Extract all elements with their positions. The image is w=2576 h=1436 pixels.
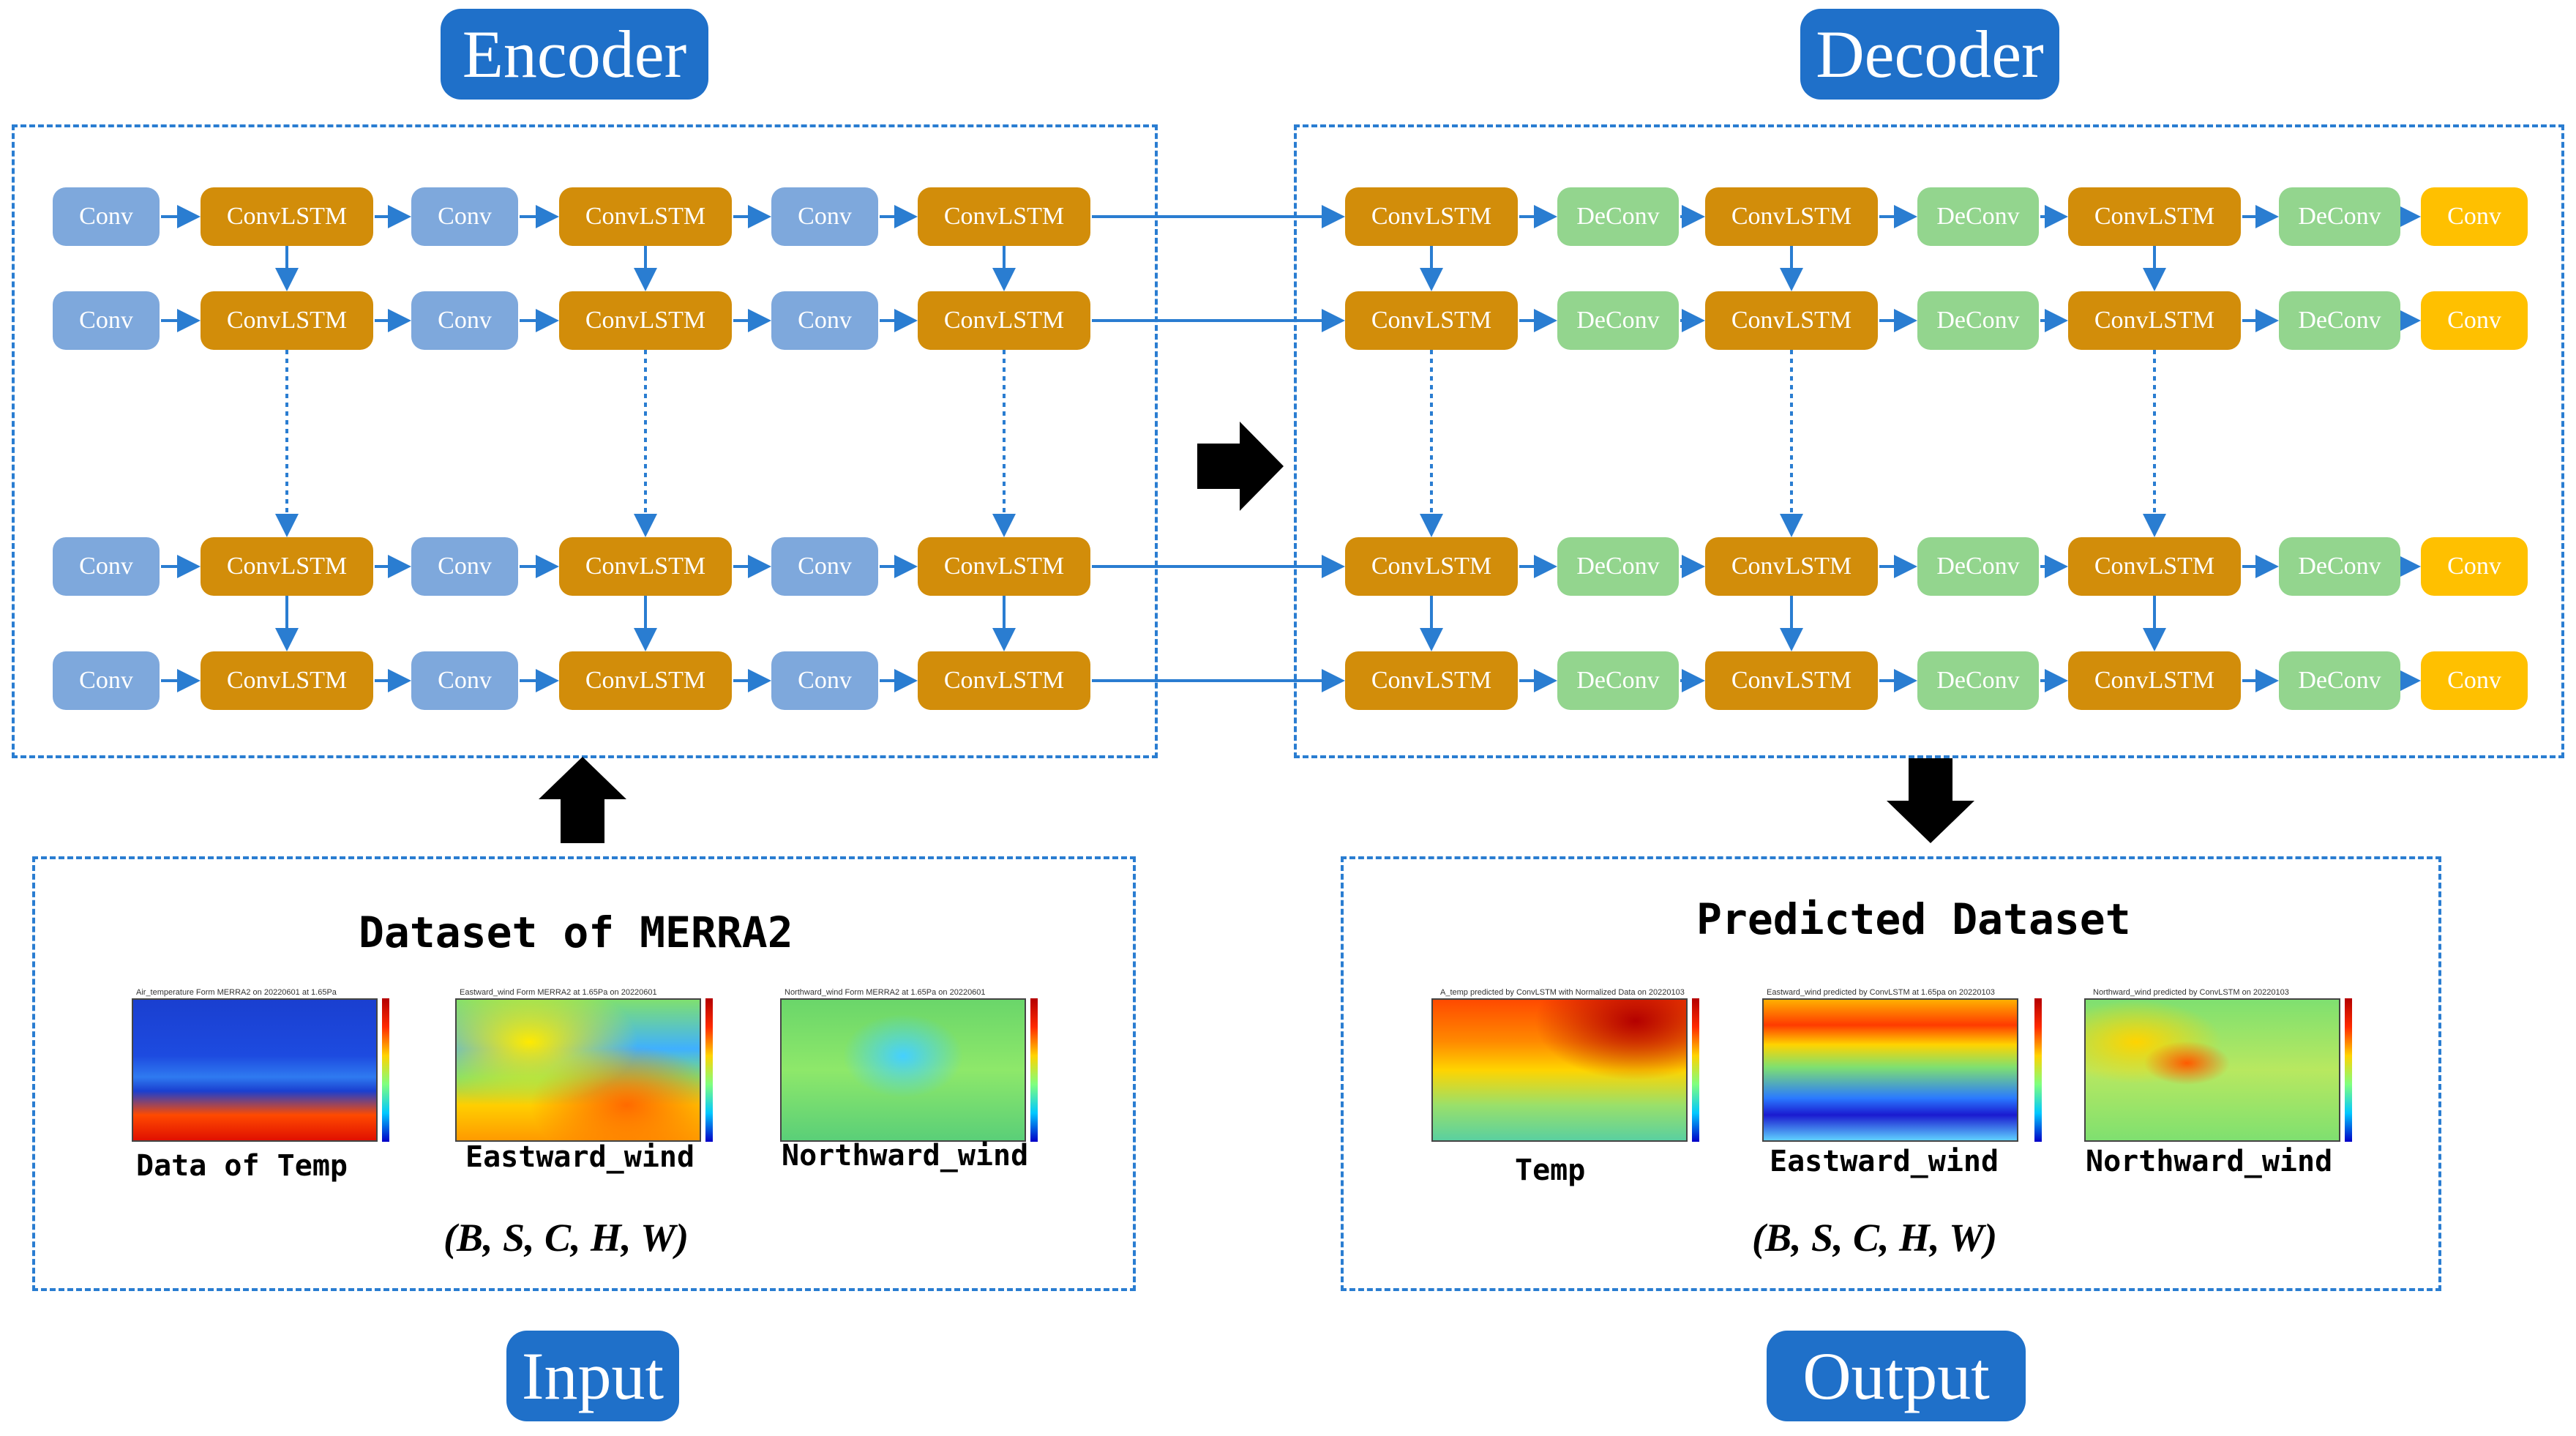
convlstm-node: ConvLSTM (1705, 187, 1878, 246)
conv-node: Conv (53, 537, 160, 596)
output-conv-node: Conv (2421, 291, 2528, 350)
convlstm-node: ConvLSTM (1345, 291, 1518, 350)
conv-node: Conv (411, 537, 518, 596)
output-map-label: Northward_wind (2086, 1145, 2333, 1178)
output-map-caption: Eastward_wind predicted by ConvLSTM at 1… (1767, 988, 1995, 997)
convlstm-node: ConvLSTM (559, 187, 732, 246)
convlstm-node: ConvLSTM (2068, 291, 2241, 350)
convlstm-node: ConvLSTM (1705, 291, 1878, 350)
conv-node: Conv (771, 187, 878, 246)
deconv-node: DeConv (2279, 537, 2400, 596)
decoder-label: Decoder (1800, 9, 2059, 100)
output-label: Output (1767, 1331, 2026, 1421)
convlstm-node: ConvLSTM (918, 187, 1090, 246)
convlstm-node: ConvLSTM (1345, 651, 1518, 710)
output-conv-node: Conv (2421, 651, 2528, 710)
convlstm-node: ConvLSTM (559, 537, 732, 596)
convlstm-node: ConvLSTM (559, 651, 732, 710)
colorbar-icon (1692, 998, 1699, 1142)
decoder-box (1294, 124, 2564, 758)
colorbar-icon (2345, 998, 2352, 1142)
convlstm-node: ConvLSTM (2068, 651, 2241, 710)
deconv-node: DeConv (1917, 291, 2039, 350)
conv-node: Conv (411, 291, 518, 350)
output-map-caption: A_temp predicted by ConvLSTM with Normal… (1440, 988, 1685, 997)
input-map-caption: Northward_wind Form MERRA2 at 1.65Pa on … (785, 988, 986, 997)
input-map-label: Data of Temp (136, 1149, 348, 1183)
convlstm-node: ConvLSTM (918, 537, 1090, 596)
convlstm-node: ConvLSTM (918, 291, 1090, 350)
colorbar-icon (382, 998, 389, 1142)
deconv-node: DeConv (2279, 291, 2400, 350)
input-northward-map (780, 998, 1026, 1142)
encoder-box (12, 124, 1158, 758)
deconv-node: DeConv (2279, 187, 2400, 246)
conv-node: Conv (53, 187, 160, 246)
encoder-label: Encoder (441, 9, 708, 100)
input-map-label: Northward_wind (782, 1139, 1029, 1173)
output-map-caption: Northward_wind predicted by ConvLSTM on … (2093, 988, 2289, 997)
conv-node: Conv (771, 651, 878, 710)
conv-node: Conv (53, 651, 160, 710)
deconv-node: DeConv (1557, 537, 1679, 596)
convlstm-node: ConvLSTM (2068, 537, 2241, 596)
input-map-caption: Eastward_wind Form MERRA2 at 1.65Pa on 2… (460, 988, 657, 997)
output-map-label: Eastward_wind (1770, 1145, 1999, 1178)
output-northward-map (2084, 998, 2340, 1142)
deconv-node: DeConv (2279, 651, 2400, 710)
output-map-label: Temp (1515, 1153, 1586, 1187)
output-conv-node: Conv (2421, 187, 2528, 246)
conv-node: Conv (771, 537, 878, 596)
convlstm-node: ConvLSTM (1705, 651, 1878, 710)
convlstm-node: ConvLSTM (2068, 187, 2241, 246)
flow-down-arrow (1887, 758, 1974, 843)
input-shape: (B, S, C, H, W) (443, 1216, 689, 1260)
deconv-node: DeConv (1557, 291, 1679, 350)
convlstm-node: ConvLSTM (1705, 537, 1878, 596)
convlstm-node: ConvLSTM (201, 537, 373, 596)
input-map-label: Eastward_wind (465, 1140, 695, 1174)
input-map-caption: Air_temperature Form MERRA2 on 20220601 … (136, 988, 337, 997)
convlstm-node: ConvLSTM (1345, 537, 1518, 596)
colorbar-icon (2034, 998, 2042, 1142)
input-dataset-title: Dataset of MERRA2 (359, 908, 793, 957)
deconv-node: DeConv (1557, 187, 1679, 246)
colorbar-icon (1030, 998, 1038, 1142)
conv-node: Conv (53, 291, 160, 350)
deconv-node: DeConv (1917, 651, 2039, 710)
convlstm-node: ConvLSTM (1345, 187, 1518, 246)
conv-node: Conv (411, 187, 518, 246)
convlstm-node: ConvLSTM (559, 291, 732, 350)
input-panel (32, 856, 1136, 1291)
input-label: Input (506, 1331, 679, 1421)
deconv-node: DeConv (1917, 187, 2039, 246)
flow-right-arrow (1197, 422, 1284, 511)
output-dataset-title: Predicted Dataset (1696, 894, 2131, 944)
colorbar-icon (705, 998, 713, 1142)
conv-node: Conv (411, 651, 518, 710)
output-temp-map (1431, 998, 1688, 1142)
output-panel (1341, 856, 2441, 1291)
input-temp-map (132, 998, 378, 1142)
flow-up-arrow (539, 757, 626, 843)
output-conv-node: Conv (2421, 537, 2528, 596)
deconv-node: DeConv (1917, 537, 2039, 596)
output-eastward-map (1762, 998, 2018, 1142)
convlstm-node: ConvLSTM (201, 651, 373, 710)
convlstm-node: ConvLSTM (201, 291, 373, 350)
input-eastward-map (455, 998, 701, 1142)
deconv-node: DeConv (1557, 651, 1679, 710)
convlstm-node: ConvLSTM (201, 187, 373, 246)
output-shape: (B, S, C, H, W) (1752, 1216, 1998, 1260)
conv-node: Conv (771, 291, 878, 350)
convlstm-node: ConvLSTM (918, 651, 1090, 710)
